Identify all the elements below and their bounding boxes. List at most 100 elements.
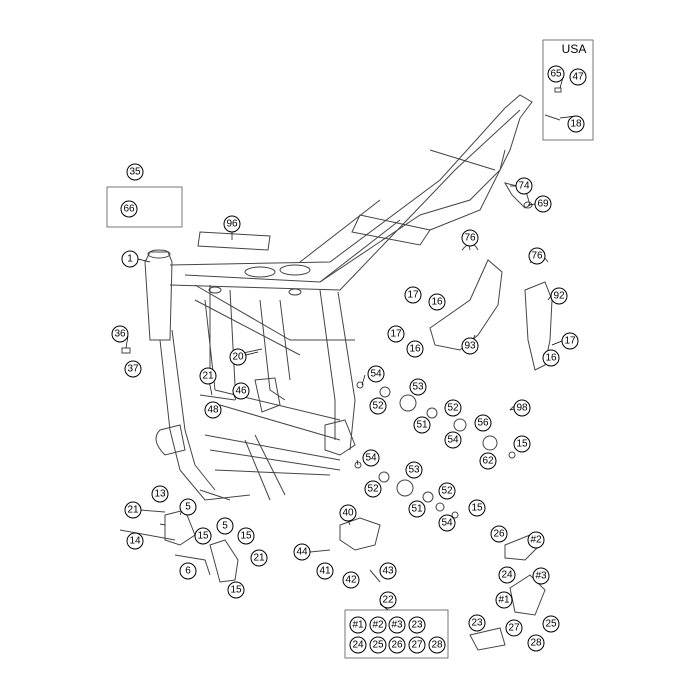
svg-text:52: 52	[441, 486, 453, 497]
kit-item-2: #2	[369, 616, 387, 634]
callout-74: 74	[515, 177, 533, 195]
svg-text:44: 44	[296, 547, 308, 558]
svg-text:20: 20	[232, 352, 244, 363]
callout-17b: 17	[387, 325, 405, 343]
svg-text:#3: #3	[391, 620, 403, 631]
svg-text:14: 14	[129, 536, 141, 547]
svg-text:6: 6	[185, 566, 191, 577]
callout-26a: 26	[490, 525, 508, 543]
callout-2a: #2	[527, 531, 545, 549]
callout-15e: 15	[227, 581, 245, 599]
callout-62: 62	[479, 452, 497, 470]
svg-text:15: 15	[516, 439, 528, 450]
callout-43: 43	[379, 562, 397, 580]
kit-item-1: #1	[349, 616, 367, 634]
usa-label: USA	[562, 42, 587, 56]
svg-text:28: 28	[431, 640, 443, 651]
callout-65: 65	[547, 65, 565, 83]
svg-text:42: 42	[345, 575, 357, 586]
svg-text:52: 52	[367, 484, 379, 495]
callout-3a: #3	[532, 567, 550, 585]
callout-13: 13	[151, 485, 169, 503]
callout-51a: 51	[413, 416, 431, 434]
svg-text:47: 47	[572, 72, 584, 83]
callout-52d: 52	[438, 482, 456, 500]
callout-27a: 27	[505, 619, 523, 637]
callout-5a: 5	[179, 498, 197, 516]
kit-item-26: 26	[388, 636, 406, 654]
svg-text:54: 54	[370, 369, 382, 380]
svg-text:#1: #1	[498, 595, 510, 606]
svg-text:24: 24	[501, 570, 513, 581]
callout-42: 42	[342, 571, 360, 589]
svg-text:23: 23	[411, 620, 423, 631]
svg-text:16: 16	[431, 297, 443, 308]
kit-item-27: 27	[408, 636, 426, 654]
callout-1: 1	[121, 250, 139, 268]
callout-66: 66	[120, 200, 138, 218]
callout-54c: 54	[362, 449, 380, 467]
svg-text:25: 25	[372, 640, 384, 651]
callout-1a: #1	[495, 591, 513, 609]
callout-51b: 51	[408, 500, 426, 518]
svg-text:66: 66	[123, 204, 135, 215]
svg-text:21: 21	[202, 371, 214, 382]
svg-text:21: 21	[253, 553, 265, 564]
svg-text:76: 76	[531, 251, 543, 262]
callout-18: 18	[567, 115, 585, 133]
svg-text:46: 46	[235, 386, 247, 397]
svg-text:74: 74	[518, 181, 530, 192]
svg-text:#1: #1	[352, 620, 364, 631]
callout-25a: 25	[542, 615, 560, 633]
svg-text:41: 41	[319, 566, 331, 577]
callout-14: 14	[126, 532, 144, 550]
kit-item-28: 28	[428, 636, 446, 654]
svg-text:5: 5	[185, 502, 191, 513]
svg-text:15: 15	[230, 585, 242, 596]
callout-53a: 53	[409, 378, 427, 396]
svg-text:21: 21	[127, 505, 139, 516]
callout-54b: 54	[444, 431, 462, 449]
callout-40: 40	[339, 504, 357, 522]
svg-text:27: 27	[508, 623, 520, 634]
kit-item-24: 24	[349, 636, 367, 654]
callout-76b: 76	[528, 247, 546, 265]
callout-96: 96	[223, 215, 241, 233]
svg-text:#2: #2	[372, 620, 384, 631]
svg-text:15: 15	[240, 531, 252, 542]
kit-item-25: 25	[369, 636, 387, 654]
callout-21c: 21	[250, 549, 268, 567]
svg-text:13: 13	[154, 489, 166, 500]
callout-23a: 23	[468, 614, 486, 632]
svg-text:56: 56	[477, 418, 489, 429]
svg-text:15: 15	[471, 503, 483, 514]
callout-44: 44	[293, 543, 311, 561]
svg-text:17: 17	[564, 336, 576, 347]
svg-text:26: 26	[391, 640, 403, 651]
usa-box: USA	[542, 39, 594, 141]
callout-37: 37	[124, 360, 142, 378]
callout-93: 93	[461, 337, 479, 355]
svg-text:16: 16	[545, 353, 557, 364]
svg-text:26: 26	[493, 529, 505, 540]
callout-56: 56	[474, 414, 492, 432]
svg-text:52: 52	[372, 401, 384, 412]
callout-5b: 5	[216, 517, 234, 535]
callout-6: 6	[179, 562, 197, 580]
callouts: 1 35 66 96 65 47 18 74 69 76 76 92 17 16…	[111, 65, 587, 654]
svg-text:23: 23	[471, 618, 483, 629]
callout-17a: 17	[404, 286, 422, 304]
callout-16c: 16	[542, 349, 560, 367]
callout-48: 48	[204, 401, 222, 419]
callout-54d: 54	[438, 514, 456, 532]
callout-28a: 28	[527, 634, 545, 652]
svg-text:28: 28	[530, 638, 542, 649]
svg-text:36: 36	[114, 329, 126, 340]
svg-text:52: 52	[447, 403, 459, 414]
callout-69: 69	[534, 195, 552, 213]
svg-text:54: 54	[447, 435, 459, 446]
svg-text:17: 17	[390, 329, 402, 340]
svg-text:51: 51	[416, 420, 428, 431]
callout-24a: 24	[498, 566, 516, 584]
callout-47: 47	[569, 68, 587, 86]
